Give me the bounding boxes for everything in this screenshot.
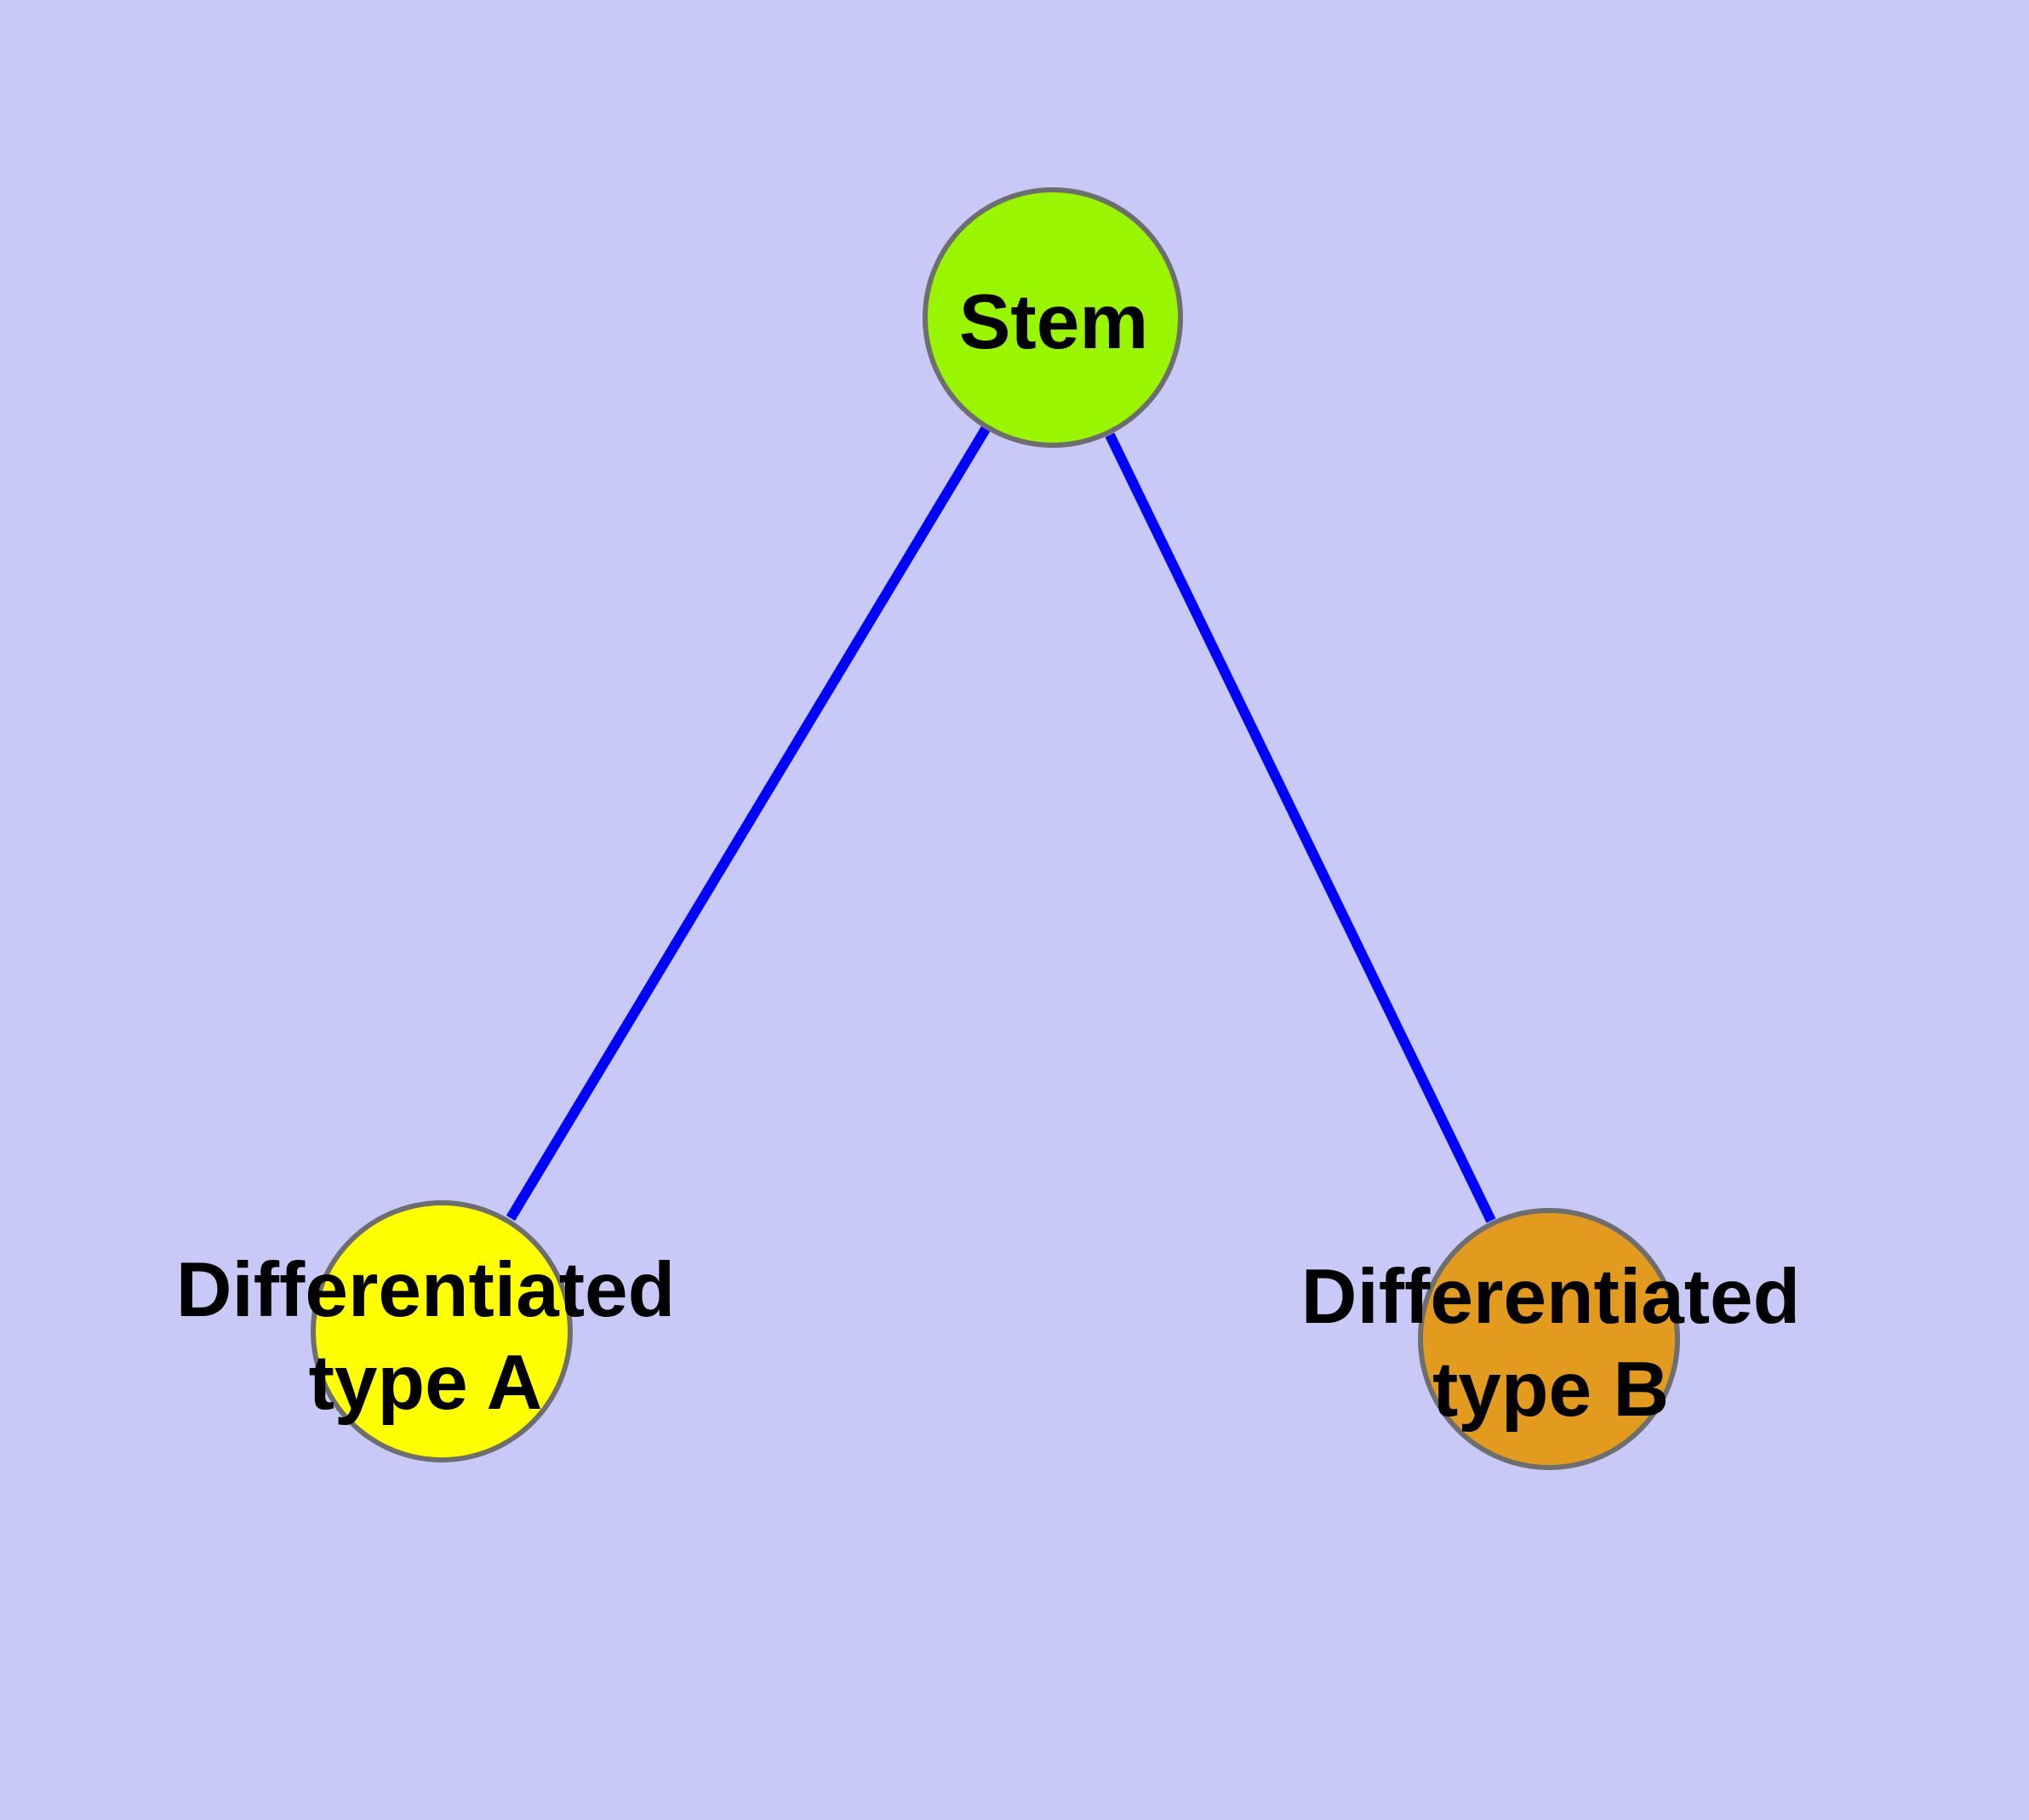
edge-stem-to-type-b <box>1105 432 1496 1223</box>
node-type-b-label-line2: type B <box>1432 1347 1669 1433</box>
edge-stem-to-type-a <box>506 426 991 1222</box>
node-type-a-label-line1: Differentiated <box>176 1247 676 1333</box>
node-type-b-label-line1: Differentiated <box>1301 1254 1801 1340</box>
node-stem-circle <box>923 187 1183 448</box>
node-type-a-label-line2: type A <box>309 1340 543 1426</box>
node-stem-label: Stem <box>959 279 1149 365</box>
node-type-a-circle <box>311 1200 573 1462</box>
node-type-b-circle <box>1418 1208 1680 1470</box>
